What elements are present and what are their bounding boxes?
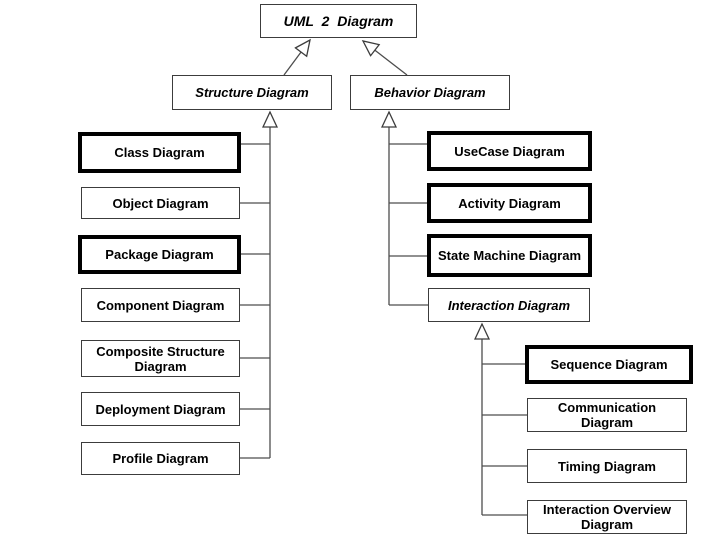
node-component-diagram: Component Diagram	[81, 288, 240, 322]
node-timing-diagram: Timing Diagram	[527, 449, 687, 483]
node-label: Package Diagram	[105, 247, 214, 262]
node-activity-diagram: Activity Diagram	[427, 183, 592, 223]
node-profile-diagram: Profile Diagram	[81, 442, 240, 475]
node-label: Timing Diagram	[557, 458, 656, 474]
node-label: Communication Diagram	[557, 400, 657, 430]
node-structure-diagram: Structure Diagram	[172, 75, 332, 110]
node-label: Composite Structure Diagram	[96, 343, 225, 374]
node-package-diagram: Package Diagram	[78, 235, 241, 274]
node-label: Deployment Diagram	[95, 401, 226, 417]
node-label: Behavior Diagram	[374, 85, 486, 100]
node-label: Object Diagram	[112, 195, 209, 211]
node-communication-diagram: Communication Diagram	[527, 398, 687, 432]
edge-behavior-uml2	[363, 41, 408, 76]
node-sequence-diagram: Sequence Diagram	[525, 345, 693, 384]
node-label: UseCase Diagram	[454, 143, 565, 159]
node-deployment-diagram: Deployment Diagram	[81, 392, 240, 426]
node-usecase-diagram: UseCase Diagram	[427, 131, 592, 171]
node-label: Activity Diagram	[458, 195, 561, 211]
node-object-diagram: Object Diagram	[81, 187, 240, 219]
node-label: State Machine Diagram	[437, 248, 582, 263]
node-class-diagram: Class Diagram	[78, 132, 241, 173]
node-label: Interaction Overview Diagram	[543, 502, 671, 532]
node-label: Sequence Diagram	[550, 357, 668, 372]
node-label: Structure Diagram	[195, 85, 309, 100]
node-behavior-diagram: Behavior Diagram	[350, 75, 510, 110]
node-label: Component Diagram	[96, 297, 225, 313]
node-label: Profile Diagram	[112, 451, 209, 466]
node-interaction-diagram: Interaction Diagram	[428, 288, 590, 322]
node-label: Interaction Diagram	[447, 297, 571, 313]
node-label: Class Diagram	[114, 145, 205, 160]
node-state-machine-diagram: State Machine Diagram	[427, 234, 592, 277]
node-uml2-diagram: UML 2 Diagram	[260, 4, 417, 38]
node-composite-structure-diagram: Composite Structure Diagram	[81, 340, 240, 377]
node-label: UML 2 Diagram	[283, 12, 394, 29]
node-interaction-overview-diagram: Interaction Overview Diagram	[527, 500, 687, 534]
edge-structure-uml2	[283, 40, 310, 76]
generalization-arrows	[240, 40, 527, 516]
